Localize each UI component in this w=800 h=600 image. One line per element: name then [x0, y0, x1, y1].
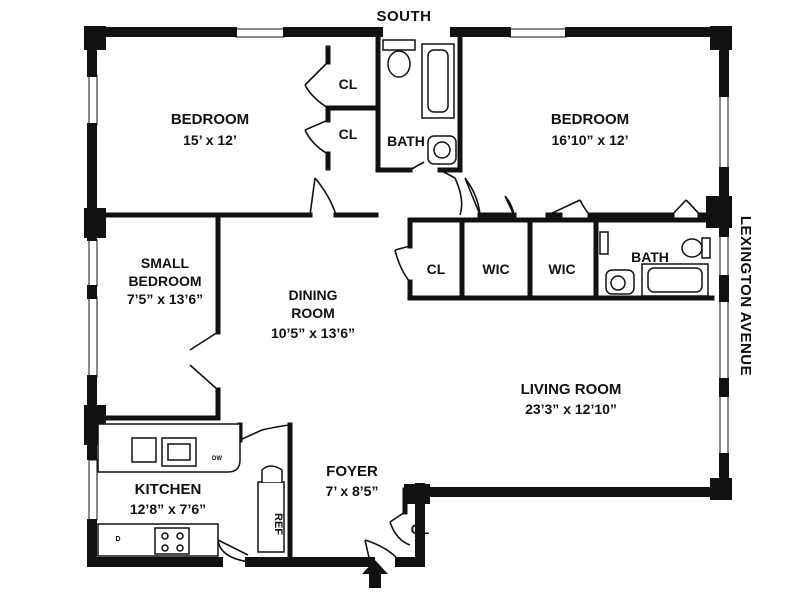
kitchen-fixtures [97, 423, 285, 557]
bath-1-label: BATH [387, 133, 425, 149]
bedroom-1-name: BEDROOM [171, 111, 249, 128]
closet-mid-label: CL [339, 126, 358, 142]
living-room-name: LIVING ROOM [521, 381, 622, 398]
dining-dims: 10’5” x 13’6” [271, 325, 355, 341]
dw-label: DW [212, 456, 222, 462]
closet-hall-label: CL [427, 261, 446, 277]
bath-2-fixtures [599, 231, 711, 297]
wic-2-label: WIC [548, 261, 575, 277]
exterior-walls [84, 26, 732, 567]
living-room-dims: 23’3” x 12’10” [525, 401, 617, 417]
kitchen-name: KITCHEN [135, 481, 202, 498]
south-street-label: SOUTH [377, 8, 432, 25]
closet-top-label: CL [339, 76, 358, 92]
interior-walls [89, 35, 727, 559]
lexington-avenue-label: LEXINGTON AVENUE [737, 216, 754, 376]
dining-name-2: ROOM [291, 305, 335, 321]
wic-1-label: WIC [482, 261, 509, 277]
doors [189, 61, 701, 563]
ref-label: REF [272, 513, 284, 535]
small-bedroom-dims: 7’5” x 13’6” [127, 291, 203, 307]
dining-name-1: DINING [289, 287, 338, 303]
d-label: D [115, 536, 120, 543]
bedroom-1-dims: 15’ x 12’ [183, 132, 237, 148]
bedroom-2-name: BEDROOM [551, 111, 629, 128]
foyer-name: FOYER [326, 463, 378, 480]
bedroom-2-dims: 16’10” x 12’ [551, 132, 628, 148]
kitchen-dims: 12’8” x 7’6” [130, 501, 206, 517]
bath-1-fixtures [382, 39, 457, 165]
entry-arrow-icon[interactable] [362, 560, 388, 588]
bath-2-label: BATH [631, 249, 669, 265]
closet-foyer-label: CL [411, 521, 430, 537]
foyer-dims: 7’ x 8’5” [326, 483, 379, 499]
small-bedroom-name-1: SMALL [141, 255, 190, 271]
small-bedroom-name-2: BEDROOM [128, 273, 201, 289]
